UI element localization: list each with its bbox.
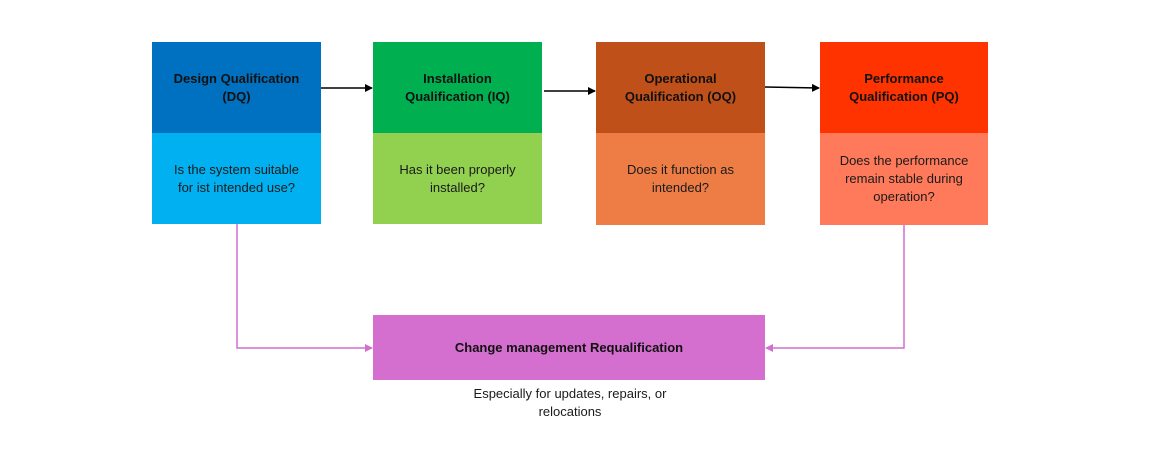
iq-title-box: Installation Qualification (IQ) (373, 42, 542, 133)
iq-question-box: Has it been properly installed? (373, 133, 542, 224)
dq-title-box: Design Qualification (DQ) (152, 42, 321, 133)
change-management-note-text: Especially for updates, repairs, or relo… (473, 386, 667, 419)
arrow-oq-to-pq (764, 83, 820, 92)
oq-title-box: Operational Qualification (OQ) (596, 42, 765, 133)
dq-question-box: Is the system suitable for ist intended … (152, 133, 321, 224)
change-management-title: Change management Requalification (454, 339, 684, 355)
oq-title: Operational Qualification (OQ) (624, 70, 737, 104)
pq-question: Does the performance remain stable durin… (839, 153, 969, 204)
pq-title-box: Performance Qualification (PQ) (820, 42, 988, 133)
dq-question: Is the system suitable for ist intended … (174, 161, 299, 195)
oq-question-box: Does it function as intended? (596, 133, 765, 225)
pq-question-box: Does the performance remain stable durin… (820, 133, 988, 225)
connector-pq-to-change-management (765, 225, 905, 352)
iq-title: Installation Qualification (IQ) (405, 70, 510, 104)
pq-title: Performance Qualification (PQ) (849, 70, 959, 104)
connector-dq-to-change-management (236, 224, 373, 352)
change-management-box: Change management Requalification (373, 315, 765, 380)
iq-question: Has it been properly installed? (399, 161, 516, 195)
change-management-note: Especially for updates, repairs, or relo… (450, 385, 690, 421)
oq-question: Does it function as intended? (627, 162, 734, 195)
dq-title: Design Qualification (DQ) (173, 70, 300, 104)
